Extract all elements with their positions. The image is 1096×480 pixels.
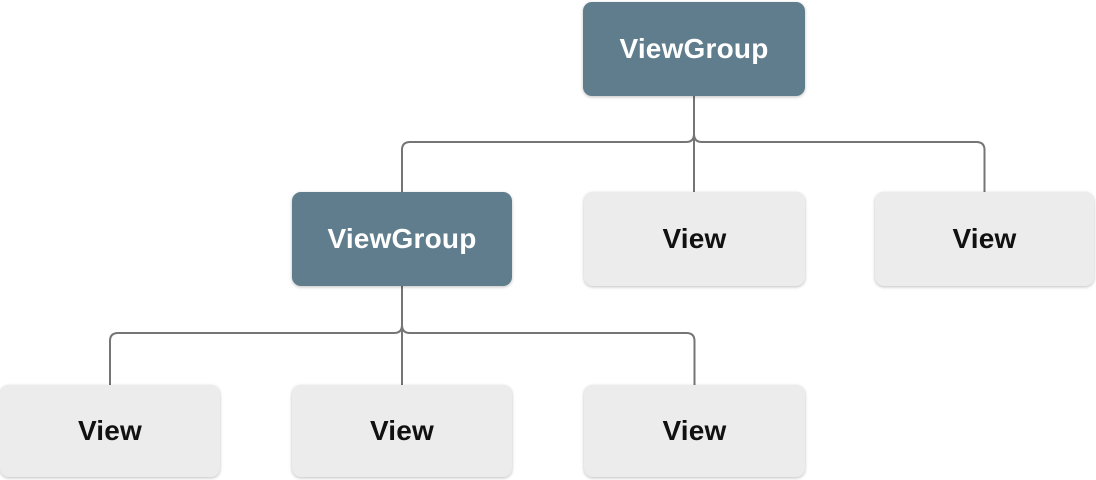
tree-node-child-viewgroup: ViewGroup (292, 192, 512, 286)
tree-node-grandchild-view-3: View (584, 385, 805, 477)
tree-node-child-view-2: View (875, 192, 1094, 286)
node-label: ViewGroup (619, 33, 769, 64)
edge-root-to-child-viewgroup (401, 96, 695, 192)
tree-node-grandchild-view-2: View (292, 385, 512, 477)
node-label: View (662, 223, 727, 254)
node-label: View (662, 415, 727, 446)
edge-child-viewgroup-to-grandchild-view-3 (401, 286, 696, 385)
node-label: ViewGroup (327, 223, 477, 254)
tree-node-root: ViewGroup (583, 2, 805, 96)
node-label: View (369, 415, 435, 446)
tree-node-child-view-1: View (584, 192, 805, 286)
tree-node-grandchild-view-1: View (0, 385, 220, 477)
edge-root-to-child-view-2 (693, 96, 986, 192)
edge-child-viewgroup-to-grandchild-view-1 (109, 286, 403, 385)
node-label: View (952, 223, 1017, 254)
node-label: View (77, 415, 143, 446)
